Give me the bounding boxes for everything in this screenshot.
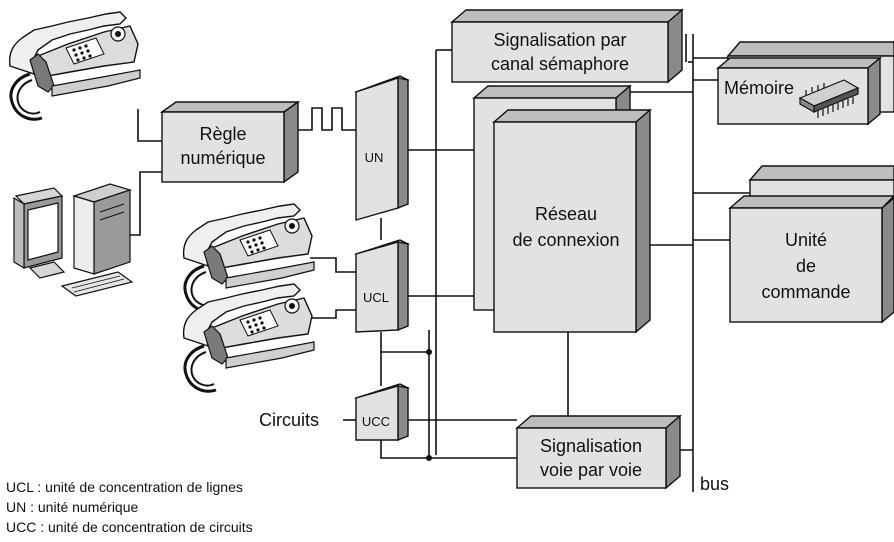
computer-icon xyxy=(13,183,134,297)
memoire-label: Mémoire xyxy=(724,78,794,98)
semaphore-block: Signalisation par canal sémaphore xyxy=(450,8,684,84)
telephone-icon xyxy=(182,282,316,393)
connection-lines xyxy=(127,34,750,492)
un-block: UN xyxy=(354,75,410,221)
semaphore-label-2: canal sémaphore xyxy=(491,54,629,74)
ucc-block: UCC xyxy=(354,383,410,442)
voie-par-voie-block: Signalisation voie par voie xyxy=(515,414,682,490)
ucl-label: UCL xyxy=(363,290,389,305)
chip-icon xyxy=(798,79,860,118)
semaphore-label-1: Signalisation par xyxy=(493,30,626,50)
commande-label-3: commande xyxy=(761,282,850,302)
regle-label-1: Règle xyxy=(199,124,246,144)
reseau-label-1: Réseau xyxy=(535,204,597,224)
unite-commande-block: Unité de commande xyxy=(728,165,894,324)
ucc-label: UCC xyxy=(362,414,390,429)
legend-item-un: UN : unité numérique xyxy=(6,499,139,515)
legend-item-ucl: UCL : unité de concentration de lignes xyxy=(6,479,243,495)
telephone-icon xyxy=(8,10,142,121)
commande-label-2: de xyxy=(796,256,816,276)
reseau-label-2: de connexion xyxy=(512,230,619,250)
commande-label-1: Unité xyxy=(785,230,827,250)
regle-numerique-block: Règle numérique xyxy=(159,100,301,184)
voie-label-2: voie par voie xyxy=(540,460,642,480)
un-label: UN xyxy=(365,150,384,165)
ucl-block: UCL xyxy=(354,239,410,333)
legend-item-ucc: UCC : unité de concentration de circuits xyxy=(6,519,253,535)
legend: UCL : unité de concentration de lignes U… xyxy=(6,477,253,537)
voie-label-1: Signalisation xyxy=(540,436,642,456)
memoire-block: Mémoire xyxy=(716,41,894,126)
circuits-label: Circuits xyxy=(259,410,319,430)
regle-label-2: numérique xyxy=(180,148,265,168)
reseau-connexion-block: Réseau de connexion xyxy=(472,84,652,334)
bus-label: bus xyxy=(700,474,729,494)
